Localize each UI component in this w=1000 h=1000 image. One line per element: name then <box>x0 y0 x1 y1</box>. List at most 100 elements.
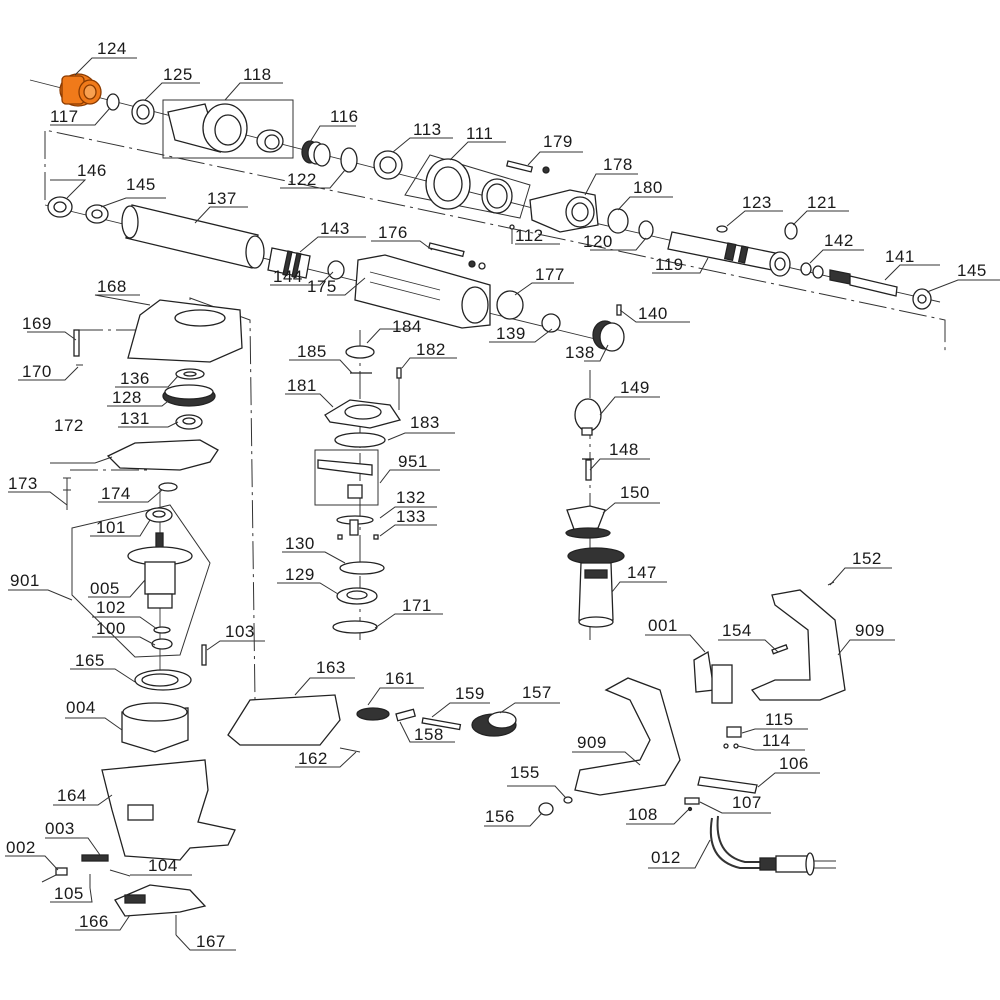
part-121-o-ring[interactable] <box>784 222 798 240</box>
part-100-bearing[interactable] <box>151 638 173 650</box>
part-123-pin[interactable] <box>716 225 728 233</box>
part-118-seal[interactable] <box>256 129 284 153</box>
label-181: 181 <box>287 376 317 395</box>
part-131-bearing[interactable] <box>175 414 203 430</box>
part-162-screw[interactable] <box>339 747 361 753</box>
part-148-bolt[interactable] <box>582 458 594 481</box>
part-181-bearing-flange[interactable] <box>324 399 402 429</box>
part-107-clamp[interactable] <box>684 797 700 805</box>
part-951-connecting-rod[interactable] <box>317 459 373 499</box>
part-120-o-ring[interactable] <box>638 220 654 240</box>
label-167: 167 <box>196 932 226 951</box>
part-139-ring[interactable] <box>541 313 561 333</box>
part-157-knob[interactable] <box>471 711 517 737</box>
part-118-cover[interactable] <box>167 103 248 153</box>
part-117-circlip[interactable] <box>106 93 120 111</box>
part-138-spring[interactable] <box>592 320 625 352</box>
part-124-bushing[interactable] <box>59 73 102 107</box>
part-159-pin[interactable] <box>421 717 462 731</box>
part-141-striker[interactable] <box>829 269 898 297</box>
part-121-ring[interactable] <box>769 251 791 277</box>
part-178-flange-housing[interactable] <box>529 189 599 233</box>
part-132-crankshaft[interactable] <box>336 515 374 536</box>
label-166: 166 <box>79 912 109 931</box>
part-101-bearing[interactable] <box>145 507 173 523</box>
part-003-brush-holder[interactable] <box>81 854 109 862</box>
part-111-clutch[interactable] <box>425 158 471 210</box>
part-130-ring[interactable] <box>339 561 385 575</box>
group-951-box <box>314 449 379 506</box>
part-168-gearbox-cover[interactable] <box>127 299 243 363</box>
part-179-bolt[interactable] <box>506 160 550 174</box>
part-172-gear-plate[interactable] <box>106 439 219 471</box>
part-156-ring[interactable] <box>538 802 554 816</box>
part-119-guide-tube[interactable] <box>667 231 786 273</box>
label-146: 146 <box>77 161 107 180</box>
part-103-screw[interactable] <box>201 644 207 666</box>
part-145-washer-right[interactable] <box>912 288 932 310</box>
part-144-o-ring[interactable] <box>327 260 345 280</box>
part-143-piston[interactable] <box>267 247 311 279</box>
part-183-o-ring[interactable] <box>334 432 386 448</box>
part-177-o-ring[interactable] <box>496 290 524 320</box>
label-162: 162 <box>298 749 328 768</box>
label-106: 106 <box>779 754 809 773</box>
part-147-side-handle[interactable] <box>567 547 625 628</box>
part-129-bearing[interactable] <box>336 587 378 605</box>
part-108-screw[interactable] <box>687 806 693 812</box>
label-163: 163 <box>316 658 346 677</box>
part-166-cover[interactable] <box>114 884 207 917</box>
label-142: 142 <box>824 231 854 250</box>
part-104-wire[interactable] <box>109 869 131 877</box>
part-142-o-rings[interactable] <box>800 262 824 279</box>
part-163-switch-cover[interactable] <box>227 694 341 746</box>
part-909-handle-left[interactable] <box>574 677 681 796</box>
part-171-o-ring[interactable] <box>332 620 378 634</box>
part-174-ring[interactable] <box>158 482 178 492</box>
part-002-cable-clamp[interactable] <box>41 867 68 883</box>
part-137-cylinder[interactable] <box>121 204 265 269</box>
part-133-key[interactable] <box>337 534 379 540</box>
part-161-spring[interactable] <box>356 707 390 721</box>
part-113-star-washer[interactable] <box>373 150 403 180</box>
part-128-gear[interactable] <box>162 384 216 407</box>
part-909-handle-right[interactable] <box>750 589 846 701</box>
part-116-spring[interactable] <box>301 140 331 167</box>
part-106-tube[interactable] <box>697 776 758 794</box>
part-175-gear-housing[interactable] <box>354 254 491 329</box>
part-102-washer[interactable] <box>153 626 171 634</box>
part-125-washer[interactable] <box>131 99 155 125</box>
part-005-armature[interactable] <box>127 532 193 609</box>
part-140-key[interactable] <box>616 304 622 316</box>
group-901-box <box>71 504 211 658</box>
part-180-o-ring[interactable] <box>607 208 629 234</box>
part-001-switch[interactable] <box>693 650 733 704</box>
part-182-screw[interactable] <box>396 367 402 410</box>
label-118: 118 <box>243 65 272 84</box>
part-176-bolt[interactable] <box>428 242 486 270</box>
part-173-screw[interactable] <box>63 477 71 510</box>
part-184-cap[interactable] <box>345 345 375 359</box>
part-136-washer[interactable] <box>175 368 205 380</box>
part-150-handle-base[interactable] <box>565 505 611 539</box>
part-158-slider[interactable] <box>395 708 416 722</box>
part-146-washer[interactable] <box>47 196 73 218</box>
label-136: 136 <box>120 369 150 388</box>
part-155-nut[interactable] <box>563 796 573 804</box>
group-118-box <box>162 99 294 159</box>
part-112-pin[interactable] <box>509 224 515 230</box>
part-145-washer-left[interactable] <box>85 204 109 224</box>
part-149-clamp-band[interactable] <box>574 398 602 436</box>
part-114-terminals[interactable] <box>723 743 739 749</box>
label-157: 157 <box>522 683 552 702</box>
part-115-capacitor[interactable] <box>726 726 742 738</box>
part-164-motor-housing[interactable] <box>101 759 236 861</box>
part-154-pin[interactable] <box>771 644 789 655</box>
label-168: 168 <box>97 277 127 296</box>
part-122-ring[interactable] <box>340 147 358 173</box>
part-165-baffle[interactable] <box>134 669 192 691</box>
part-012-power-cord[interactable] <box>709 815 836 876</box>
part-111-ring[interactable] <box>481 178 513 214</box>
part-169-pin[interactable] <box>73 329 80 357</box>
part-004-stator[interactable] <box>121 702 189 753</box>
